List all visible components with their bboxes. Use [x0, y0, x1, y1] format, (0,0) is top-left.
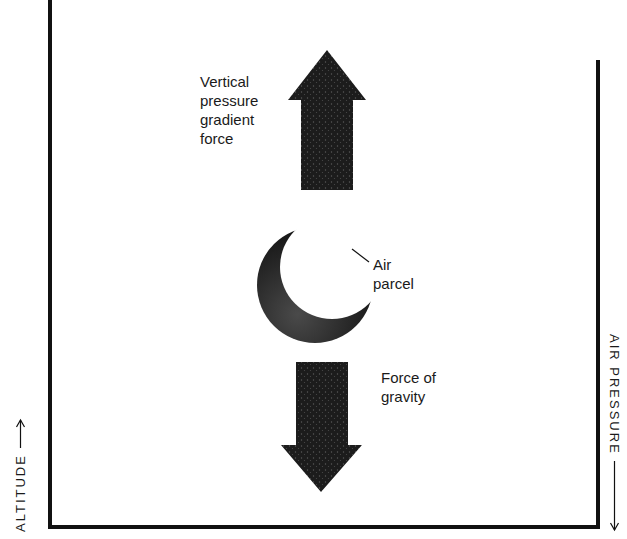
frame-left [48, 0, 52, 528]
air-parcel-highlight [280, 215, 384, 319]
axis-arrow-head [17, 420, 25, 427]
axis-label: ALTITUDE [13, 454, 28, 532]
axis-label: AIR PRESSURE [607, 334, 622, 455]
frame-right [596, 60, 600, 528]
pressure-gradient-arrow [288, 50, 366, 190]
leader-line [352, 249, 369, 262]
axis-arrows [17, 420, 619, 530]
axis-arrow-head [611, 523, 619, 530]
part-label: Air parcel [373, 255, 433, 293]
gravity-arrow [281, 362, 362, 492]
frame-bottom [48, 525, 600, 529]
axis-arrow-line [614, 461, 615, 530]
force-label: Force of gravity [381, 368, 461, 406]
axis-arrow-line [20, 420, 21, 448]
force-label: Vertical pressure gradient force [200, 72, 280, 148]
